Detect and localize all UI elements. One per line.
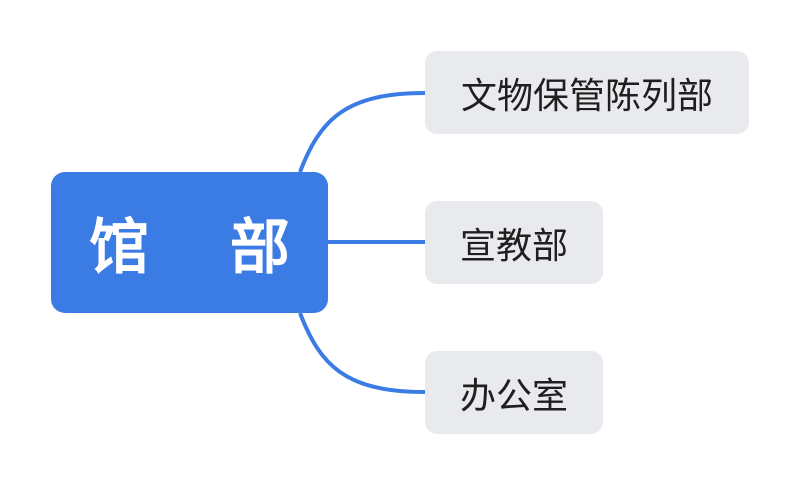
child-node-education[interactable]: 宣教部 [425, 201, 603, 284]
child-node-label: 文物保管陈列部 [460, 75, 713, 117]
root-node-label: 馆 部 [89, 213, 320, 283]
connector-to-child-1 [298, 91, 426, 173]
connector-to-child-3 [298, 312, 426, 394]
root-node[interactable]: 馆 部 [51, 172, 328, 313]
child-node-relics-preservation[interactable]: 文物保管陈列部 [425, 51, 749, 134]
child-node-label: 办公室 [459, 375, 568, 417]
child-node-label: 宣教部 [459, 225, 568, 267]
child-node-office[interactable]: 办公室 [425, 351, 603, 434]
